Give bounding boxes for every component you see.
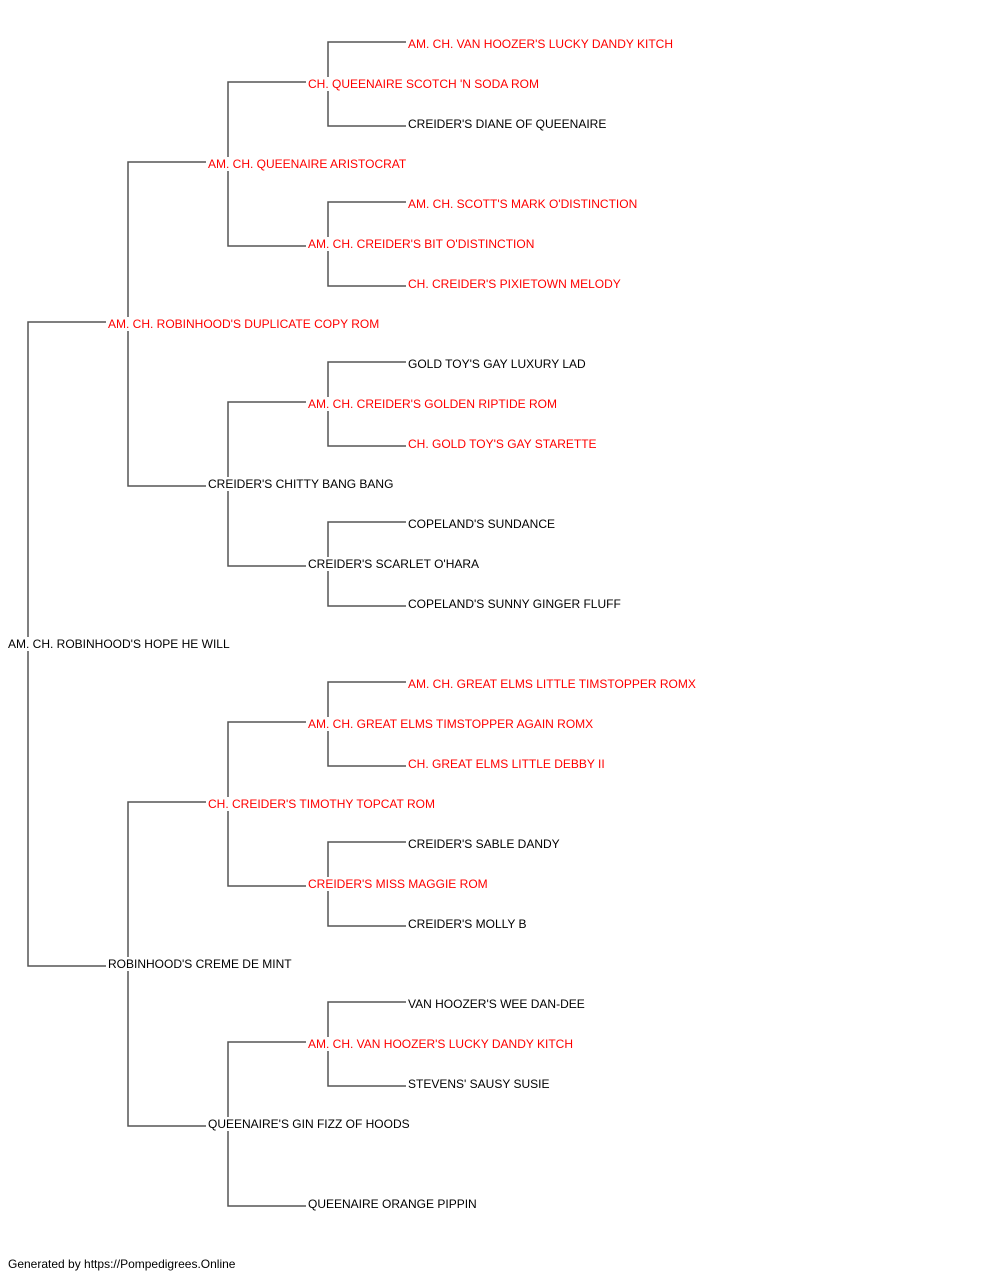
- dog-name-gen3: CREIDER'S MISS MAGGIE ROM: [307, 877, 489, 891]
- connector-line: [327, 841, 406, 882]
- dog-name-gen4: CH. GOLD TOY'S GAY STARETTE: [407, 437, 598, 451]
- connector-line: [327, 681, 406, 722]
- dog-name-gen4: CREIDER'S DIANE OF QUEENAIRE: [407, 117, 608, 131]
- connector-line: [327, 521, 406, 562]
- connector-line: [227, 721, 306, 802]
- dog-name-gen2: CH. CREIDER'S TIMOTHY TOPCAT ROM: [207, 797, 436, 811]
- dog-name-gen4: VAN HOOZER'S WEE DAN-DEE: [407, 997, 586, 1011]
- connector-line: [227, 1041, 306, 1122]
- dog-name-gen4: COPELAND'S SUNDANCE: [407, 517, 556, 531]
- dog-name-gen4: CH. CREIDER'S PIXIETOWN MELODY: [407, 277, 622, 291]
- dog-name-gen3: AM. CH. CREIDER'S GOLDEN RIPTIDE ROM: [307, 397, 558, 411]
- dog-name-gen2: QUEENAIRE'S GIN FIZZ OF HOODS: [207, 1117, 411, 1131]
- connector-line: [227, 81, 306, 162]
- connector-line: [327, 246, 406, 287]
- dog-name-gen4: GOLD TOY'S GAY LUXURY LAD: [407, 357, 587, 371]
- dog-name-gen4: CH. GREAT ELMS LITTLE DEBBY II: [407, 757, 606, 771]
- dog-name-gen2: AM. CH. QUEENAIRE ARISTOCRAT: [207, 157, 408, 171]
- connector-line: [327, 886, 406, 927]
- connector-line: [327, 566, 406, 607]
- connector-line: [327, 41, 406, 82]
- dog-name-gen3: AM. CH. GREAT ELMS TIMSTOPPER AGAIN ROMX: [307, 717, 595, 731]
- dog-name-gen1: AM. CH. ROBINHOOD'S DUPLICATE COPY ROM: [107, 317, 381, 331]
- dog-name-gen1: ROBINHOOD'S CREME DE MINT: [107, 957, 293, 971]
- dog-name-gen4: AM. CH. SCOTT'S MARK O'DISTINCTION: [407, 197, 639, 211]
- connector-line: [327, 406, 406, 447]
- dog-name-gen3: QUEENAIRE ORANGE PIPPIN: [307, 1197, 478, 1211]
- footer-credit: Generated by https://Pompedigrees.Online: [7, 1257, 237, 1271]
- connector-line: [127, 161, 206, 322]
- connector-line: [227, 1126, 306, 1207]
- connector-line: [27, 321, 106, 642]
- connector-line: [327, 361, 406, 402]
- dog-name-gen3: AM. CH. CREIDER'S BIT O'DISTINCTION: [307, 237, 536, 251]
- dog-name-gen4: CREIDER'S MOLLY B: [407, 917, 528, 931]
- connector-line: [327, 86, 406, 127]
- connector-line: [327, 726, 406, 767]
- dog-name-gen3: AM. CH. VAN HOOZER'S LUCKY DANDY KITCH: [307, 1037, 575, 1051]
- connector-line: [127, 801, 206, 962]
- connector-line: [227, 166, 306, 247]
- connector-line: [327, 1046, 406, 1087]
- connector-line: [227, 486, 306, 567]
- dog-name-gen4: COPELAND'S SUNNY GINGER FLUFF: [407, 597, 622, 611]
- dog-name-gen3: CH. QUEENAIRE SCOTCH 'N SODA ROM: [307, 77, 540, 91]
- connector-line: [227, 401, 306, 482]
- dog-name-gen4: AM. CH. VAN HOOZER'S LUCKY DANDY KITCH: [407, 37, 675, 51]
- dog-name-gen4: STEVENS' SAUSY SUSIE: [407, 1077, 551, 1091]
- connector-line: [127, 326, 206, 487]
- connector-line: [127, 966, 206, 1127]
- dog-name-gen3: CREIDER'S SCARLET O'HARA: [307, 557, 481, 571]
- dog-name-gen0: AM. CH. ROBINHOOD'S HOPE HE WILL: [7, 637, 231, 651]
- connector-line: [327, 1001, 406, 1042]
- dog-name-gen4: AM. CH. GREAT ELMS LITTLE TIMSTOPPER ROM…: [407, 677, 697, 691]
- connector-line: [227, 806, 306, 887]
- dog-name-gen4: CREIDER'S SABLE DANDY: [407, 837, 561, 851]
- connector-line: [27, 646, 106, 967]
- dog-name-gen2: CREIDER'S CHITTY BANG BANG: [207, 477, 395, 491]
- connector-line: [327, 201, 406, 242]
